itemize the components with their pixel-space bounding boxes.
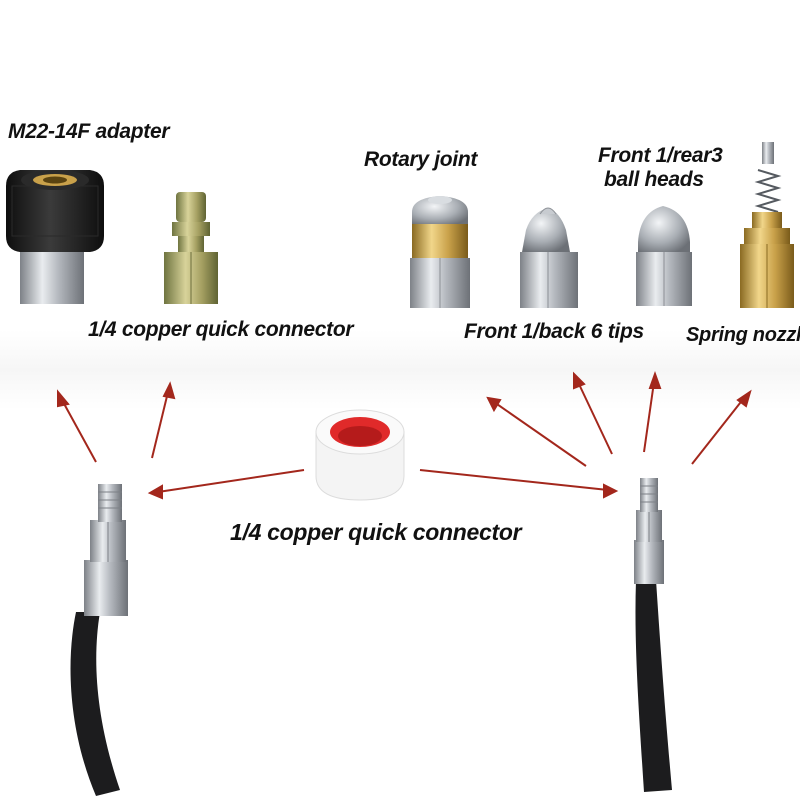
spring-nozzle-image [740, 142, 794, 308]
label-copper-quick-connector-center: 1/4 copper quick connector [230, 519, 522, 545]
front1-rear3-ball-nozzle-image [636, 206, 692, 306]
arrow-tape-to-right-hose [419, 469, 619, 499]
teflon-tape-roll-image [315, 409, 405, 501]
label-front1-back6-tips: Front 1/back 6 tips [464, 320, 644, 343]
label-copper-quick-connector-top: 1/4 copper quick connector [88, 318, 354, 341]
arrow-right-hose-to-front1-back6 [573, 371, 613, 455]
arrow-left-hose-to-quick-connector [151, 381, 176, 459]
label-rotary-joint: Rotary joint [364, 148, 478, 171]
arrow-right-hose-to-rotary-joint [486, 396, 587, 467]
label-m22-14f-adapter: M22-14F adapter [8, 120, 170, 143]
label-front1-rear3-ball-heads: Front 1/rear3 ball heads [598, 144, 723, 191]
arrows [57, 371, 752, 500]
left-hose-image [70, 484, 128, 796]
front1-back6-nozzle-image [520, 207, 578, 308]
arrow-right-hose-to-front1-rear3 [643, 371, 662, 453]
arrow-tape-to-left-hose [147, 469, 305, 500]
m22-adapter-image [6, 170, 104, 304]
label-spring-nozzle: Spring nozzle [686, 324, 800, 346]
label-front1-rear3-line1: Front 1/rear3 [598, 144, 723, 167]
arrow-left-hose-to-adapter [57, 389, 97, 463]
arrow-right-hose-to-spring-nozzle [691, 389, 752, 465]
right-hose-image [634, 478, 672, 792]
rotary-joint-image [410, 196, 470, 308]
copper-quick-connector-image [164, 192, 218, 304]
label-front1-rear3-line2: ball heads [604, 167, 704, 191]
